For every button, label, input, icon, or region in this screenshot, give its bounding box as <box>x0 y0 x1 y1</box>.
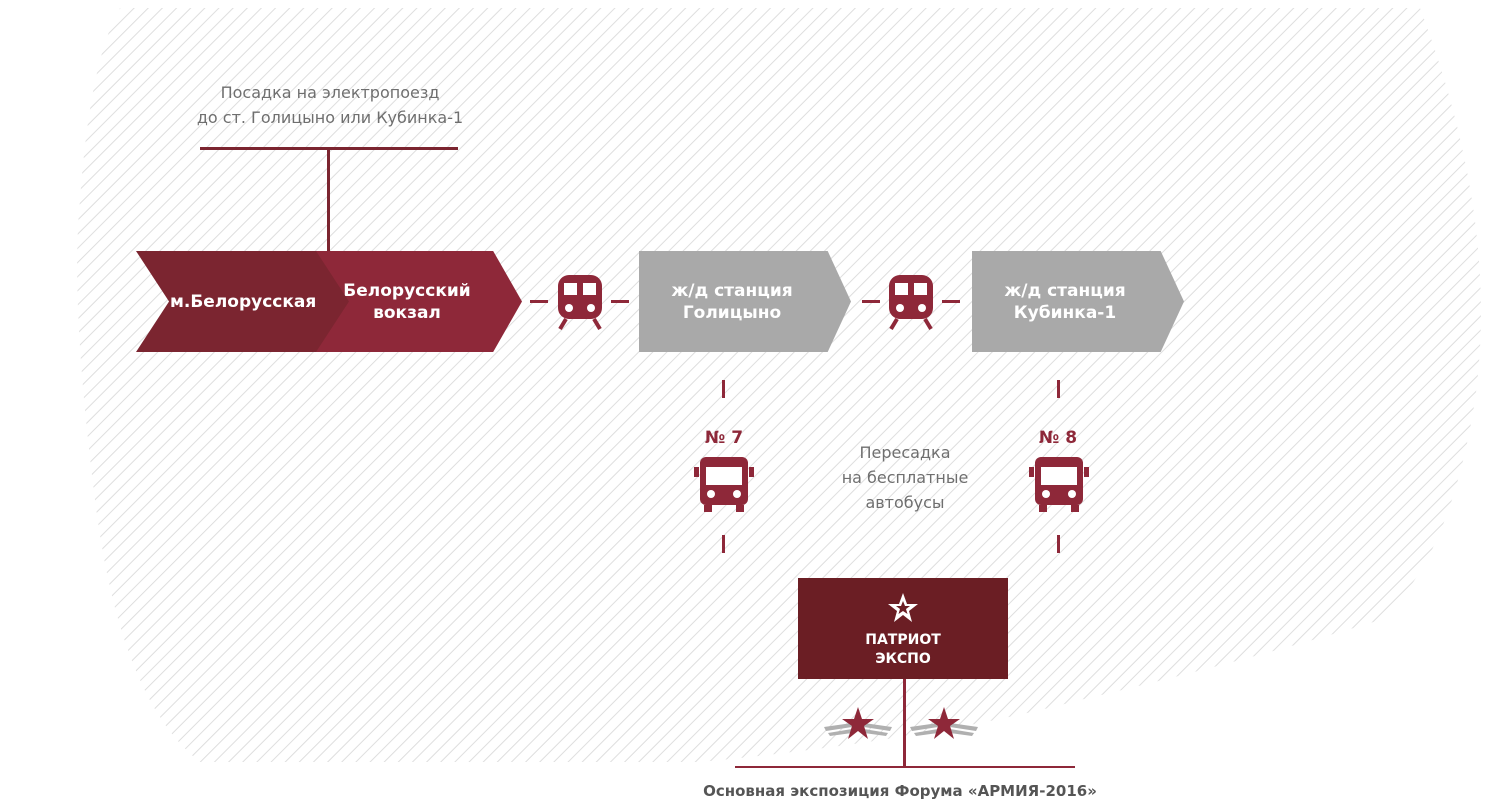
node-metro-label: м.Белорусская <box>170 291 317 312</box>
connector-tick <box>722 380 725 398</box>
boarding-note: Посадка на электропоезд до ст. Голицыно … <box>150 80 510 130</box>
node-belorussky-station: Белорусский вокзал <box>316 251 522 352</box>
bus-route-7: № 7 <box>704 428 744 448</box>
node-golitsyno-station: ж/д станция Голицыно <box>639 251 851 352</box>
node-station-line1: Белорусский <box>343 280 471 301</box>
train-icon <box>889 275 933 331</box>
connector-dash <box>530 300 548 303</box>
transfer-note-line3: автобусы <box>865 493 945 512</box>
node-kubinka-line1: ж/д станция <box>1004 280 1126 301</box>
connector-dash <box>862 300 880 303</box>
node-kubinka-line2: Кубинка-1 <box>1013 302 1117 323</box>
expo-line1: ПАТРИОТ <box>865 632 941 648</box>
train-icon <box>558 275 602 331</box>
bus-icon <box>694 457 754 512</box>
node-kubinka-station: ж/д станция Кубинка-1 <box>972 251 1184 352</box>
connector-dash <box>611 300 629 303</box>
patriot-expo-box: ПАТРИОТ ЭКСПО <box>798 578 1008 679</box>
expo-line2: ЭКСПО <box>875 651 931 667</box>
boarding-note-line1: Посадка на электропоезд <box>220 83 440 102</box>
node-station-line2: вокзал <box>373 302 441 323</box>
connector-tick <box>1057 535 1060 553</box>
connector-tick <box>1057 380 1060 398</box>
winged-star-icon <box>910 707 978 739</box>
transfer-note-line1: Пересадка <box>859 443 951 462</box>
bottom-caption: Основная экспозиция Форума «АРМИЯ-2016» <box>703 782 1097 800</box>
expo-connector <box>903 679 906 767</box>
connector-dash <box>942 300 960 303</box>
connector-tick <box>722 535 725 553</box>
boarding-note-line2: до ст. Голицыно или Кубинка-1 <box>196 108 464 127</box>
node-golitsyno-line2: Голицыно <box>682 302 782 323</box>
node-golitsyno-line1: ж/д станция <box>671 280 793 301</box>
transfer-note-line2: на бесплатные <box>841 468 969 487</box>
transfer-note: Пересадка на бесплатные автобусы <box>820 440 990 515</box>
caption-underline <box>735 766 1075 768</box>
bus-route-8: № 8 <box>1038 428 1078 448</box>
star-icon <box>888 593 918 622</box>
boarding-connector <box>327 148 330 252</box>
bus-icon <box>1029 457 1089 512</box>
winged-star-icon <box>824 707 892 739</box>
